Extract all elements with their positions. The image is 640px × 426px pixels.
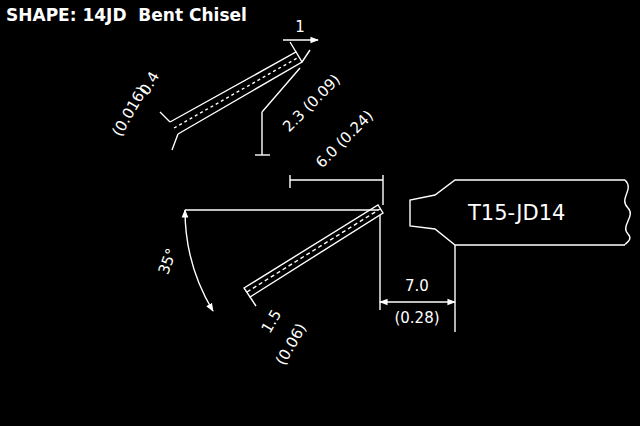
dimension-label: 35° <box>155 247 180 278</box>
extension-line <box>379 215 380 310</box>
dimension-label: (0.016) <box>109 84 151 140</box>
shape-title: SHAPE: 14JD Bent Chisel <box>6 6 247 26</box>
angle-arc <box>185 210 213 311</box>
dimension-line <box>290 175 383 205</box>
tip-model-box: T15-JD14 <box>468 201 565 225</box>
dimension-line <box>283 39 318 40</box>
dimension-label: (0.28) <box>394 310 439 327</box>
extension-line <box>255 154 270 155</box>
chisel-centerline <box>247 209 380 292</box>
model-number: T15-JD14 <box>468 201 565 225</box>
dimension-label: (0.06) <box>273 321 310 369</box>
dimension-label: 1 <box>295 19 305 36</box>
dimension-label: 7.0 <box>405 278 429 295</box>
extension-line <box>250 297 256 306</box>
dimension-label: 1.5 <box>259 307 286 336</box>
tip-outline <box>410 180 625 245</box>
dimension-label: 6.0 (0.24) <box>313 108 377 172</box>
reference-line <box>185 209 378 210</box>
bent-chisel <box>244 205 383 297</box>
dimension-line <box>380 301 455 302</box>
extension-line <box>160 112 178 150</box>
chisel-centerline <box>174 57 299 128</box>
dimension-label: 2.3 (0.09) <box>280 72 344 136</box>
extension-line <box>454 245 455 332</box>
break-line <box>625 180 631 245</box>
extension-line <box>290 42 310 62</box>
